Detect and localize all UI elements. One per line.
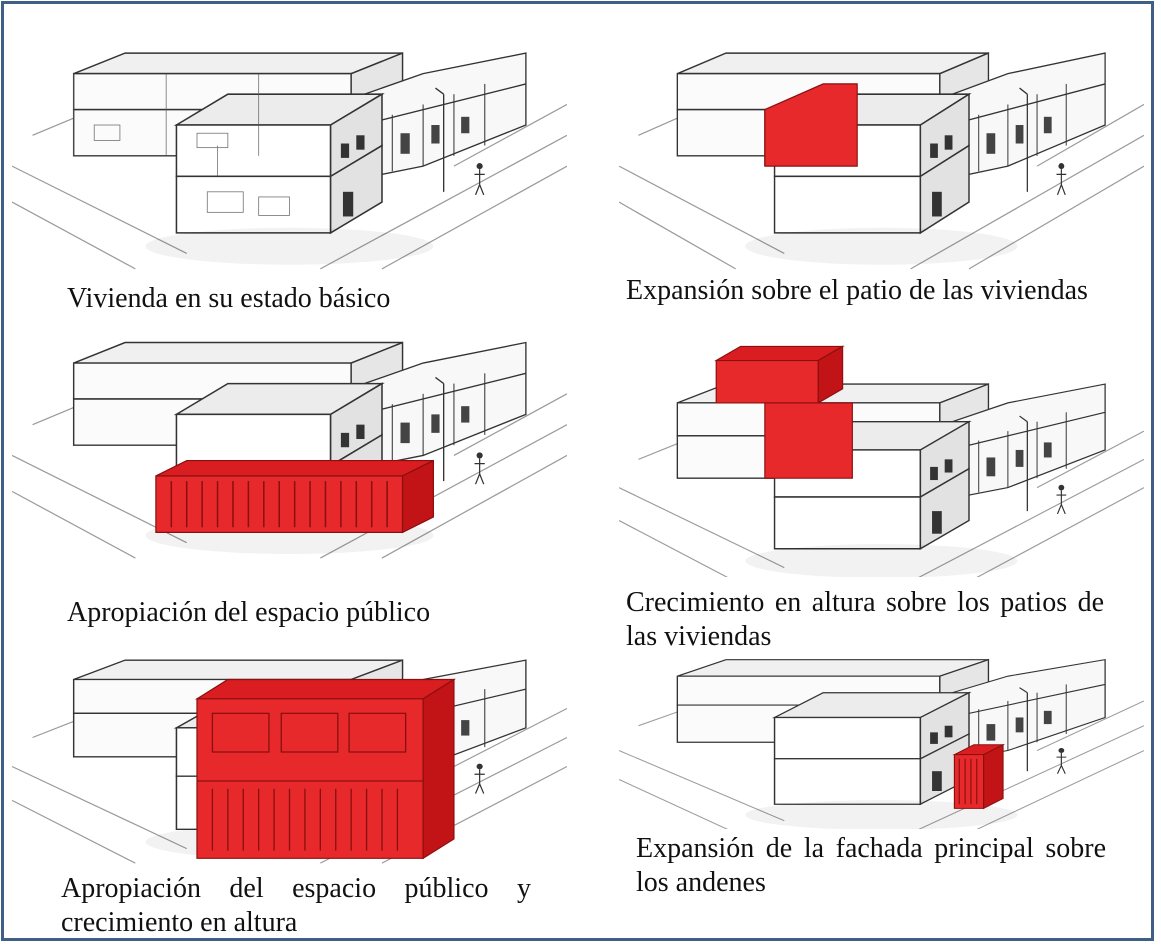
basic-house-drawing <box>12 52 567 270</box>
caption-basic-state: Vivienda en su estado básico <box>67 283 391 314</box>
caption-facade-expansion: Expansión de la fachada principal sobre … <box>636 833 1106 898</box>
panel-facade-expansion <box>619 639 1144 829</box>
caption-courtyard-expansion: Expansión sobre el patio de las vivienda… <box>626 275 1088 306</box>
facade-expansion-drawing <box>619 658 1144 829</box>
caption-height-growth: Crecimiento en altura sobre los patios d… <box>626 587 1104 652</box>
height-growth-drawing <box>619 345 1144 577</box>
caption-public-space-height: Apropiación del espacio público y crecim… <box>61 873 531 938</box>
courtyard-expansion-drawing <box>619 52 1144 270</box>
public-space-height-drawing <box>12 659 567 864</box>
caption-public-space: Apropiación del espacio público <box>67 597 431 628</box>
panel-public-space <box>12 322 567 594</box>
panel-courtyard-expansion <box>619 12 1144 274</box>
panel-public-space-height <box>12 636 567 868</box>
panel-height-growth <box>619 337 1144 577</box>
public-space-drawing <box>12 341 567 559</box>
panel-basic-state <box>12 12 567 274</box>
